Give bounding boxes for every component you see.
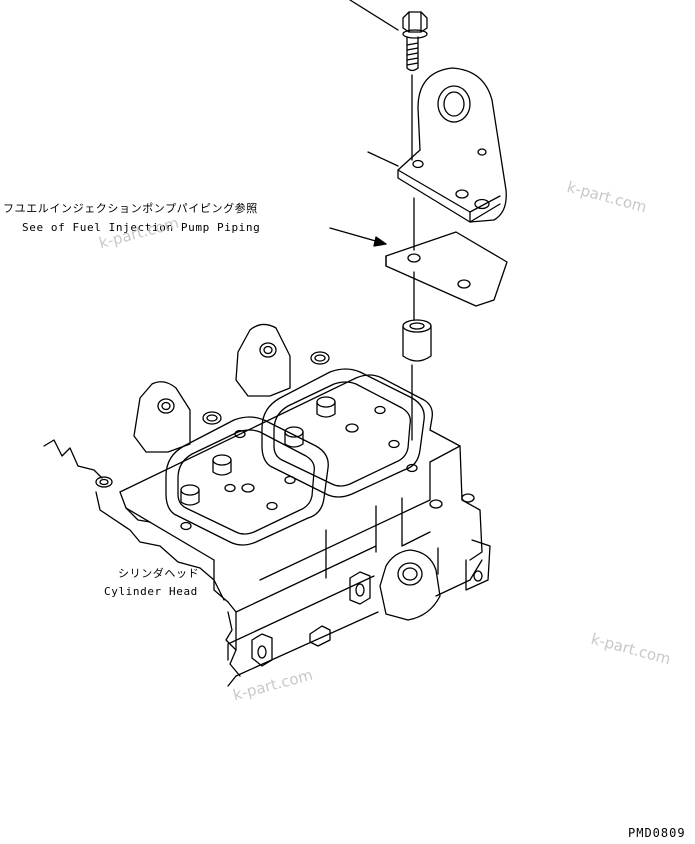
spacer — [402, 319, 432, 362]
cylinder-head-callout-en: Cylinder Head — [104, 585, 198, 598]
fuel-injection-callout-jp: フユエルインジェクションポンプパイピング参照 — [3, 202, 258, 215]
bracket — [397, 67, 507, 223]
leader-lines — [329, 0, 415, 441]
cylinder-head-callout-jp: シリンダヘッド — [118, 567, 200, 580]
drawing-code: PMD0809 — [628, 826, 686, 840]
fuel-injection-callout-en: See of Fuel Injection Pump Piping — [22, 221, 261, 234]
cylinder-head — [43, 323, 491, 687]
valve-posts — [95, 396, 475, 531]
plate — [385, 231, 508, 307]
bolt — [402, 11, 428, 72]
